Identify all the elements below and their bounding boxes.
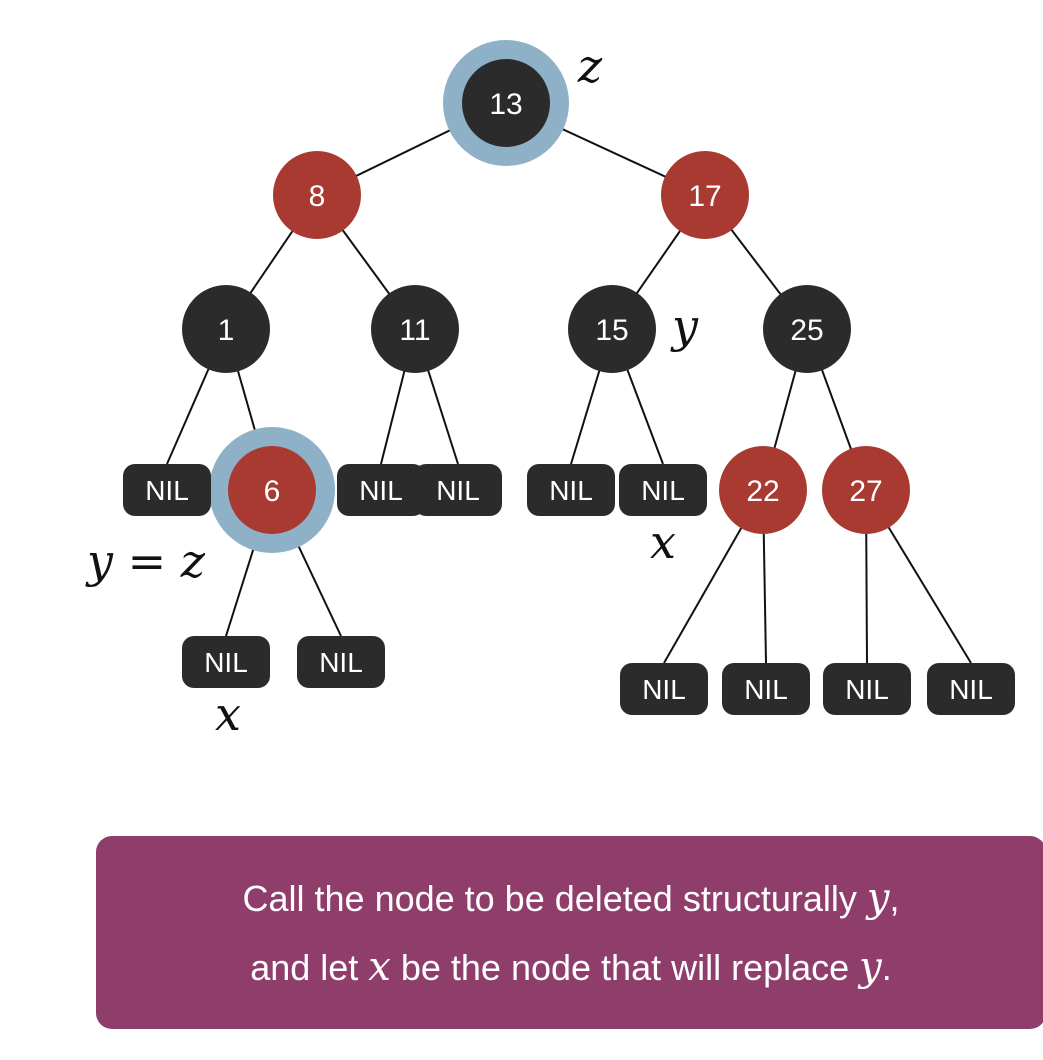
nil-box <box>123 464 211 516</box>
node-circle <box>462 59 550 147</box>
nil-label: NIL <box>204 647 248 678</box>
nil-leaf: NIL <box>337 464 425 516</box>
nil-leaf: NIL <box>927 663 1015 715</box>
ann-x-15: x <box>650 515 676 569</box>
caption-comma: , <box>889 877 900 919</box>
nil-label: NIL <box>641 475 685 506</box>
nil-label: NIL <box>359 475 403 506</box>
nil-leaf: NIL <box>619 464 707 516</box>
node-circle <box>568 285 656 373</box>
node-circle <box>661 151 749 239</box>
nil-box <box>823 663 911 715</box>
node-circle <box>822 446 910 534</box>
tree-node-1: 1 <box>182 285 270 373</box>
caption-line-2: and let x be the node that will replace … <box>250 933 892 1002</box>
caption-line-1-text: Call the node to be deleted structurally <box>242 877 867 919</box>
annotations: z y y = z x x <box>85 39 699 741</box>
nil-leaf: NIL <box>123 464 211 516</box>
nil-label: NIL <box>642 674 686 705</box>
caption-var-y: y <box>866 874 890 921</box>
nil-leaf: NIL <box>297 636 385 688</box>
node-label: 15 <box>595 314 628 347</box>
node-label: 13 <box>489 88 522 121</box>
nil-label: NIL <box>145 475 189 506</box>
node-label: 25 <box>790 314 823 347</box>
caption-var-x: x <box>368 943 391 990</box>
ann-yz: y = z <box>85 534 206 588</box>
tree-node-22: 22 <box>719 446 807 534</box>
node-circle <box>182 285 270 373</box>
nil-leaf: NIL <box>620 663 708 715</box>
nil-leaf: NIL <box>527 464 615 516</box>
tree-node-15: 15 <box>568 285 656 373</box>
nil-label: NIL <box>319 647 363 678</box>
nil-label: NIL <box>845 674 889 705</box>
nil-label: NIL <box>949 674 993 705</box>
node-label: 1 <box>218 314 235 347</box>
caption-var-y2: y <box>859 943 882 990</box>
node-circle <box>719 446 807 534</box>
nil-leaf: NIL <box>823 663 911 715</box>
caption-box: Call the node to be deleted structurally… <box>96 836 1043 1029</box>
node-circle <box>763 285 851 373</box>
nil-leaf: NIL <box>414 464 502 516</box>
node-label: 8 <box>309 180 326 213</box>
ann-y-15: y <box>670 299 699 353</box>
node-label: 6 <box>264 475 281 508</box>
node-circle <box>273 151 361 239</box>
node-label: 17 <box>688 180 721 213</box>
ann-z-root: z <box>577 39 603 93</box>
tree-node-13: 13 <box>462 59 550 147</box>
node-label: 11 <box>399 314 430 347</box>
nil-box <box>297 636 385 688</box>
nil-label: NIL <box>744 674 788 705</box>
caption-line-1: Call the node to be deleted structurally… <box>243 864 900 933</box>
tree-node-6: 6 <box>228 446 316 534</box>
nil-leaf: NIL <box>182 636 270 688</box>
nil-box <box>620 663 708 715</box>
nil-box <box>722 663 810 715</box>
node-label: 27 <box>849 475 882 508</box>
nil-box <box>527 464 615 516</box>
nil-label: NIL <box>436 475 480 506</box>
nil-box <box>337 464 425 516</box>
ann-x-6: x <box>215 687 241 741</box>
nil-box <box>182 636 270 688</box>
tree-node-8: 8 <box>273 151 361 239</box>
node-label: 22 <box>746 475 779 508</box>
tree-node-27: 27 <box>822 446 910 534</box>
tree-node-25: 25 <box>763 285 851 373</box>
caption-line-2-mid: be the node that will replace <box>390 946 860 988</box>
tree-node-17: 17 <box>661 151 749 239</box>
nil-box <box>927 663 1015 715</box>
node-circle <box>228 446 316 534</box>
caption-period: . <box>881 946 892 988</box>
caption-line-2-start: and let <box>250 946 369 988</box>
nil-label: NIL <box>549 475 593 506</box>
nil-leaf: NIL <box>722 663 810 715</box>
nil-box <box>619 464 707 516</box>
node-circle <box>371 285 459 373</box>
tree-node-11: 11 <box>371 285 459 373</box>
nil-box <box>414 464 502 516</box>
